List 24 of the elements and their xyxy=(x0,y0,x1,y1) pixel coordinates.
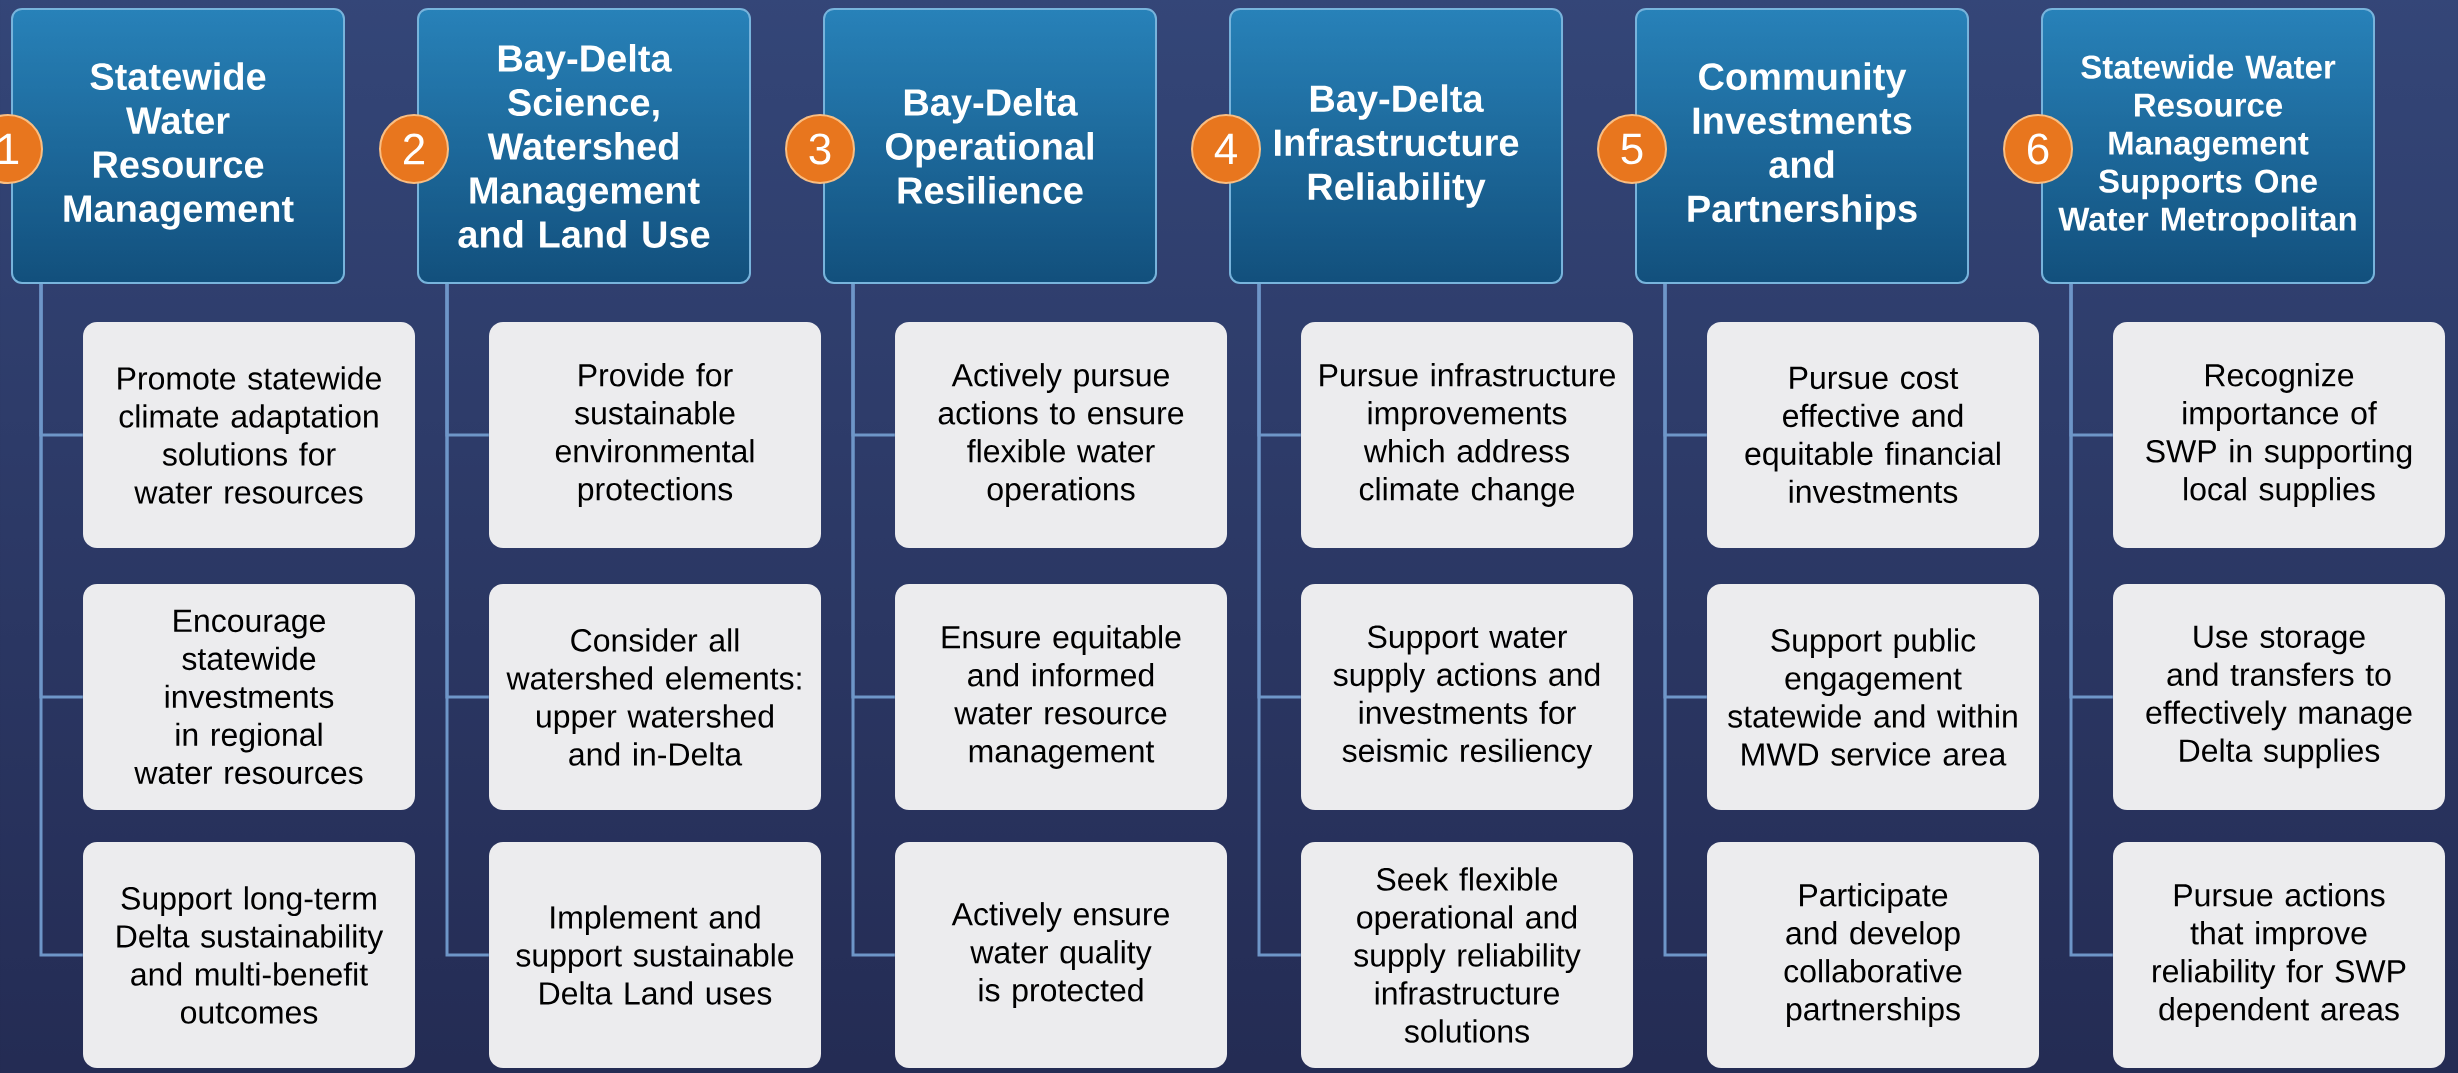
connector-line xyxy=(39,284,83,957)
goal-box: Actively pursue actions to ensure flexible water operations xyxy=(895,322,1227,548)
goal-box: Support long-term Delta sustainability and multi-benefit outcomes xyxy=(83,842,415,1068)
goal-box: Support water supply actions and investments for seismic resiliency xyxy=(1301,584,1633,810)
connector-line xyxy=(1663,284,1707,957)
goal-box: Implement and support sustainable Delta Land uses xyxy=(489,842,821,1068)
goal-box: Seek flexible operational and supply reliability infrastructure solutions xyxy=(1301,842,1633,1068)
goal-box: Pursue cost effective and equitable financial investments xyxy=(1707,322,2039,548)
connector-line xyxy=(445,284,489,957)
goal-box: Provide for sustainable environmental protections xyxy=(489,322,821,548)
connector-line xyxy=(1257,284,1301,957)
goal-box: Ensure equitable and informed water resource management xyxy=(895,584,1227,810)
connector-line xyxy=(2069,284,2113,957)
connector-line xyxy=(851,284,895,957)
goal-box: Encourage statewide investments in regional water resources xyxy=(83,584,415,810)
goal-box: Recognize importance of SWP in supporting local supplies xyxy=(2113,322,2445,548)
goal-box: Pursue infrastructure improvements which address climate change xyxy=(1301,322,1633,548)
goal-box: Actively ensure water quality is protected xyxy=(895,842,1227,1068)
goal-box: Pursue actions that improve reliability for SWP dependent areas xyxy=(2113,842,2445,1068)
goal-box: Promote statewide climate adaptation solutions for water resources xyxy=(83,322,415,548)
goal-box: Support public engagement statewide and within MWD service area xyxy=(1707,584,2039,810)
goal-box: Participate and develop collaborative partnerships xyxy=(1707,842,2039,1068)
goal-box: Use storage and transfers to effectively manage Delta supplies xyxy=(2113,584,2445,810)
goal-box: Consider all watershed elements: upper watershed and in-Delta xyxy=(489,584,821,810)
